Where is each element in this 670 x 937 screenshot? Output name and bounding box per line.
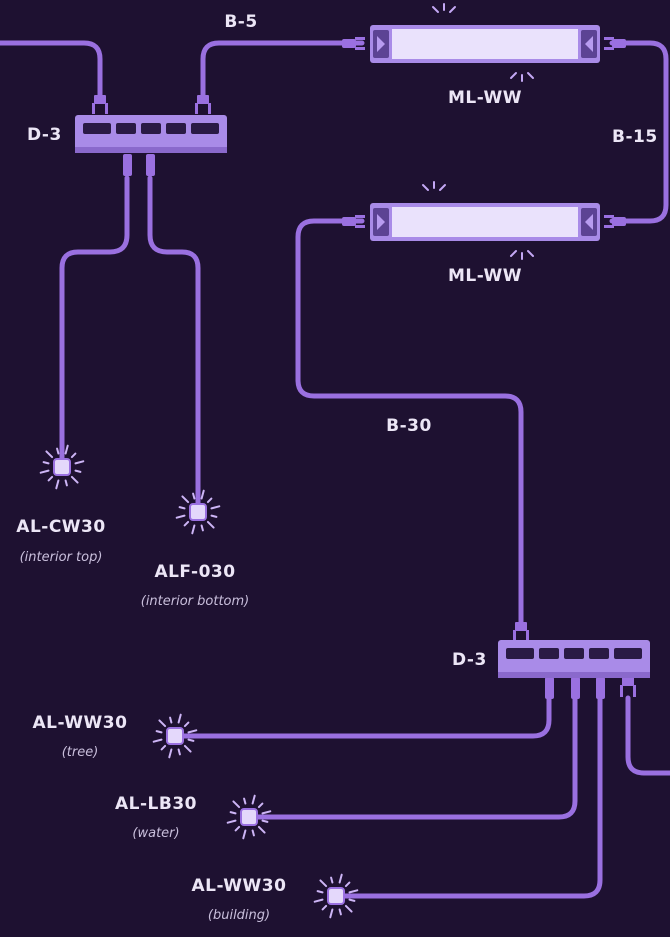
led-light-icon (226, 794, 272, 840)
light-module-bottom-label: ML-WW (447, 266, 523, 286)
plug-module-2-left (342, 215, 365, 228)
cable-b-15-label: B-15 (612, 127, 658, 147)
cable-outgoing (625, 695, 670, 776)
cable-tree (173, 695, 552, 739)
light-module-top-label: ML-WW (447, 88, 523, 108)
plug-bottom-hub-in (513, 622, 529, 641)
plug-module-1-right (604, 37, 626, 50)
hub-bottom (498, 640, 650, 678)
light-module-bottom (370, 181, 600, 260)
hub-bottom-label: D-3 (452, 650, 487, 670)
light-2-location: (interior bottom) (140, 594, 250, 609)
light-module-top (370, 3, 600, 82)
light-3-model: AL-WW30 (32, 713, 128, 733)
light-3-location: (tree) (61, 745, 99, 760)
plug-top-hub-out-1 (123, 154, 132, 176)
light-5-model: AL-WW30 (191, 876, 287, 896)
cable-building (334, 695, 603, 899)
cable-interior-top (59, 175, 130, 466)
plug-bottom-hub-out-4 (620, 677, 636, 697)
light-1-location: (interior top) (19, 550, 103, 565)
led-light-icon (175, 489, 221, 535)
light-4-location: (water) (132, 826, 180, 841)
plug-module-2-right (604, 215, 626, 228)
hub-top-label: D-3 (27, 125, 62, 145)
cable-b-15 (609, 40, 669, 224)
led-lights (39, 444, 359, 919)
plug-top-hub-right (195, 95, 211, 114)
plug-bottom-hub-out-3 (596, 677, 605, 699)
hub-top (75, 115, 227, 153)
cable-water (247, 695, 578, 820)
cable-b-30 (295, 218, 524, 628)
cable-interior-bottom (147, 175, 201, 513)
plug-bottom-hub-out-2 (571, 677, 580, 699)
led-light-icon (152, 713, 198, 759)
connector-plugs (92, 37, 636, 699)
led-light-icon (313, 873, 359, 919)
plug-top-hub-left (92, 95, 108, 114)
cable-b-5 (200, 40, 365, 101)
incoming-cable (0, 40, 103, 101)
cable-b-30-label: B-30 (386, 416, 432, 436)
light-4-model: AL-LB30 (115, 794, 197, 814)
plug-module-1-left (342, 37, 365, 50)
light-5-location: (building) (207, 908, 271, 923)
plug-top-hub-out-2 (146, 154, 155, 176)
cable-b-5-label: B-5 (224, 12, 258, 32)
light-2-model: ALF-030 (154, 562, 236, 582)
plug-bottom-hub-out-1 (545, 677, 554, 699)
led-light-icon (39, 444, 85, 490)
light-1-model: AL-CW30 (16, 517, 106, 537)
